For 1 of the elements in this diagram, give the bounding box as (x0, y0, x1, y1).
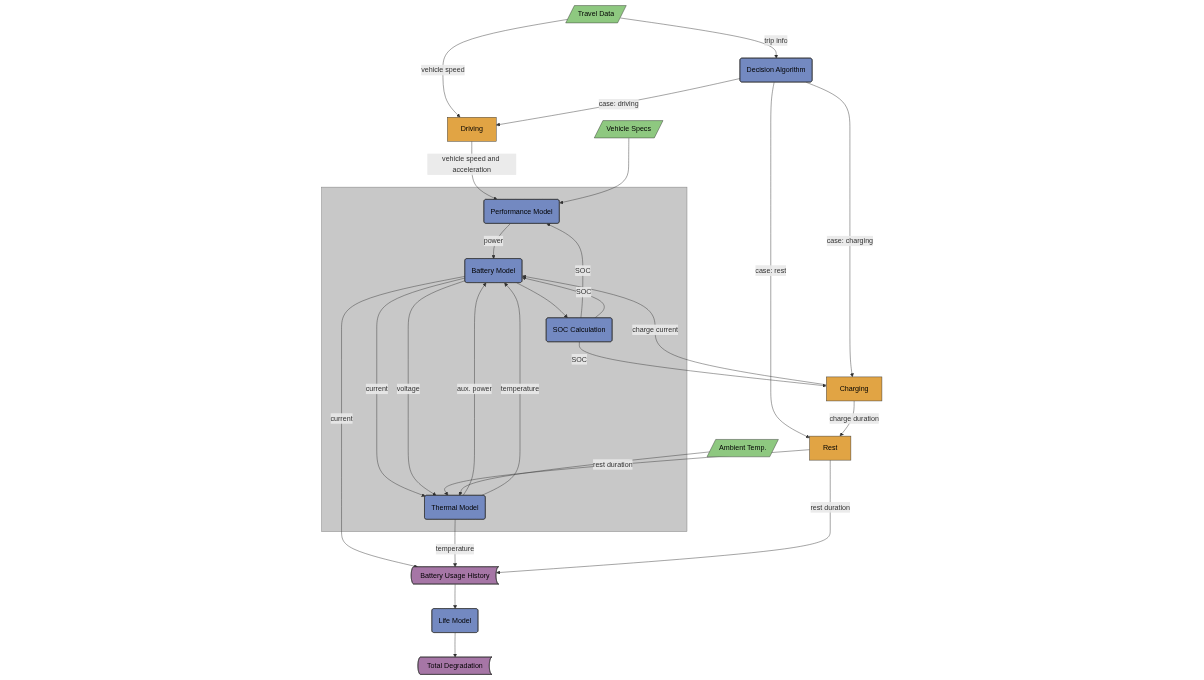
cluster (321, 186, 688, 532)
